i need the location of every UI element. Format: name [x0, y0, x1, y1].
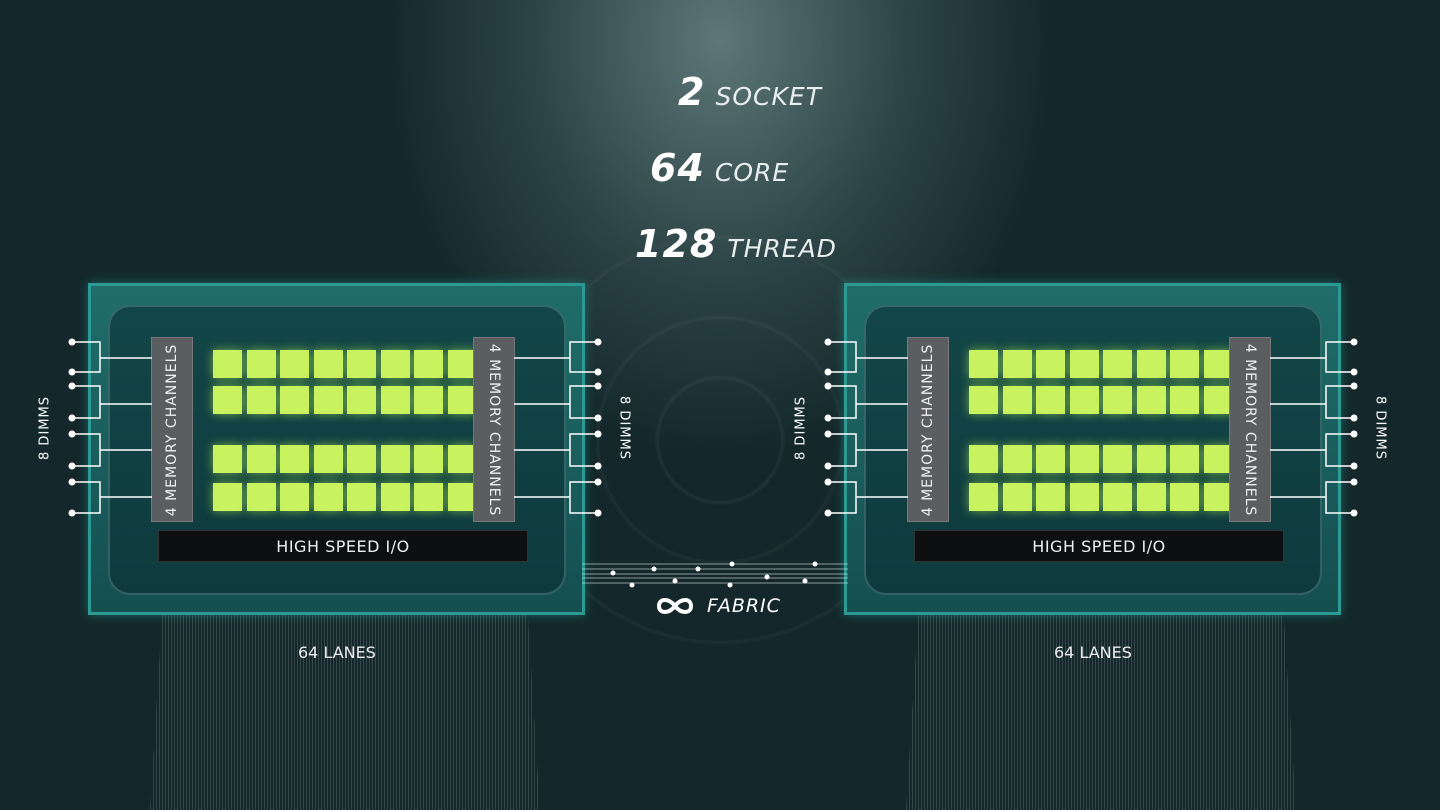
memory-channels-left: 4 MEMORY CHANNELS: [907, 337, 949, 522]
cpu-core: [1036, 483, 1065, 511]
cpu-core: [280, 483, 309, 511]
cpu-core: [1103, 445, 1132, 473]
cpu-core: [447, 445, 477, 473]
lanes-label: 64 LANES: [298, 643, 376, 662]
cpu-core: [1036, 445, 1065, 473]
cpu-core: [414, 445, 443, 473]
cpu-core: [969, 483, 998, 511]
cpu-core: [246, 445, 276, 473]
cpu-core: [969, 386, 998, 414]
cpu-core: [447, 483, 477, 511]
cpu-core: [246, 386, 276, 414]
cpu-core: [1002, 483, 1032, 511]
cpu-core: [1069, 350, 1099, 378]
cpu-core: [1069, 483, 1099, 511]
cpu-core: [313, 350, 343, 378]
cpu-core: [246, 483, 276, 511]
cpu-core: [380, 483, 410, 511]
fabric-label: FABRIC: [655, 595, 781, 617]
cpu-core: [213, 483, 242, 511]
cpu-core: [1136, 350, 1166, 378]
cpu-core: [1203, 386, 1233, 414]
cpu-core: [1136, 483, 1166, 511]
cpu-core: [447, 350, 477, 378]
cpu-core: [447, 386, 477, 414]
cpu-core: [213, 350, 242, 378]
cpu-core: [213, 386, 242, 414]
cpu-core: [313, 483, 343, 511]
cpu-core: [1069, 386, 1099, 414]
cpu-core: [280, 445, 309, 473]
cpu-core: [1036, 386, 1065, 414]
cpu-core: [1002, 445, 1032, 473]
cpu-core: [380, 445, 410, 473]
cpu-core: [347, 350, 376, 378]
cpu-core: [313, 386, 343, 414]
cpu-core: [414, 350, 443, 378]
cpu-core: [246, 350, 276, 378]
memory-channels-right: 4 MEMORY CHANNELS: [1229, 337, 1271, 522]
cpu-core: [380, 350, 410, 378]
cpu-core: [1103, 483, 1132, 511]
memory-channels-right: 4 MEMORY CHANNELS: [473, 337, 515, 522]
cpu-core: [1136, 386, 1166, 414]
cpu-core: [414, 483, 443, 511]
cpu-core: [1170, 350, 1199, 378]
high-speed-io-bar: HIGH SPEED I/O: [914, 530, 1284, 562]
cpu-core: [1002, 350, 1032, 378]
cpu-core: [380, 386, 410, 414]
cpu-core: [1203, 483, 1233, 511]
cpu-core: [1069, 445, 1099, 473]
cpu-core: [969, 350, 998, 378]
cpu-core: [1103, 350, 1132, 378]
cpu-core: [313, 445, 343, 473]
high-speed-io-bar: HIGH SPEED I/O: [158, 530, 528, 562]
lanes-label: 64 LANES: [1054, 643, 1132, 662]
cpu-core: [213, 445, 242, 473]
cpu-core: [1103, 386, 1132, 414]
cpu-core: [1170, 445, 1199, 473]
cpu-core: [1136, 445, 1166, 473]
cpu-core: [969, 445, 998, 473]
cpu-core: [280, 386, 309, 414]
cpu-core: [1170, 483, 1199, 511]
cpu-core: [280, 350, 309, 378]
cpu-core: [1203, 445, 1233, 473]
cpu-core: [1203, 350, 1233, 378]
memory-channels-left: 4 MEMORY CHANNELS: [151, 337, 193, 522]
cpu-core: [414, 386, 443, 414]
infinity-fabric-icon: [656, 598, 694, 614]
cpu-core: [1170, 386, 1199, 414]
cpu-core: [347, 445, 376, 473]
cpu-core: [347, 483, 376, 511]
cpu-core: [347, 386, 376, 414]
cpu-core: [1036, 350, 1065, 378]
cpu-core: [1002, 386, 1032, 414]
